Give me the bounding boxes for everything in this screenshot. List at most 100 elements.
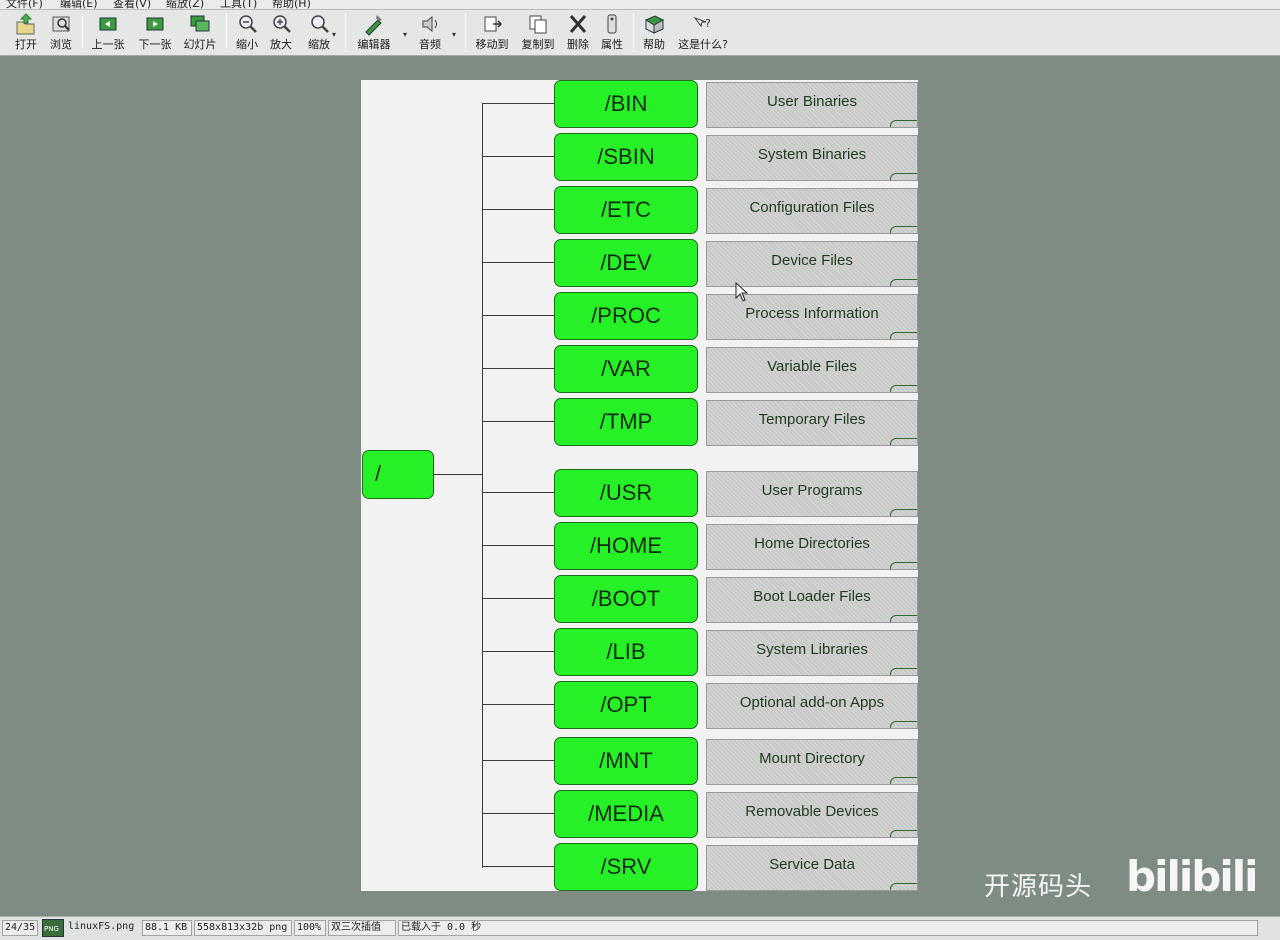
delete-button[interactable]: 删除	[564, 12, 592, 55]
move-to-icon	[481, 12, 503, 36]
directory-description: User Programs	[706, 471, 918, 517]
root-node: /	[362, 450, 434, 499]
branch-line	[482, 866, 554, 867]
bilibili-logo: bilibili	[1126, 852, 1259, 901]
zoom-dropdown-icon[interactable]: ▾	[332, 30, 337, 39]
directory-node: /MNT	[554, 737, 698, 785]
watermark-text: 开源码头	[984, 872, 1093, 902]
directory-node: /HOME	[554, 522, 698, 570]
whats-this-icon: ?	[692, 12, 714, 36]
help-book-icon	[643, 12, 665, 36]
directory-description: User Binaries	[706, 82, 918, 128]
audio-label: 音频	[419, 38, 441, 51]
menu-file[interactable]: 文件(F)	[6, 0, 43, 10]
load-time: 已载入于 0.0 秒	[398, 920, 1258, 936]
branch-line	[482, 545, 554, 546]
properties-button[interactable]: 属性	[598, 12, 626, 55]
status-bar: 24/35 PNG linuxFS.png 88.1 KB 558x813x32…	[0, 916, 1280, 940]
whats-this-label: 这是什么?	[678, 38, 728, 51]
zoom-in-label: 放大	[270, 38, 292, 51]
editor-dropdown-icon[interactable]: ▾	[403, 30, 408, 39]
properties-label: 属性	[601, 38, 623, 51]
menu-help[interactable]: 帮助(H)	[272, 0, 311, 10]
branch-line	[482, 103, 554, 104]
menu-zoom[interactable]: 缩放(Z)	[166, 0, 205, 10]
editor-button[interactable]: 编辑器	[354, 12, 394, 55]
directory-description: Variable Files	[706, 347, 918, 393]
next-image-button[interactable]: 下一张	[135, 12, 175, 55]
menu-view[interactable]: 查看(V)	[113, 0, 152, 10]
directory-node: /SBIN	[554, 133, 698, 181]
menu-bar: 文件(F) 编辑(E) 查看(V) 缩放(Z) 工具(T) 帮助(H)	[0, 0, 1280, 10]
zoom-level: 100%	[294, 920, 326, 936]
tree-trunk-line	[482, 103, 483, 868]
directory-description: Optional add-on Apps	[706, 683, 918, 729]
zoom-label: 缩放	[308, 38, 330, 51]
directory-description: Removable Devices	[706, 792, 918, 838]
zoom-out-button[interactable]: 缩小	[233, 12, 261, 55]
prev-label: 上一张	[91, 38, 125, 51]
directory-description: Service Data	[706, 845, 918, 891]
directory-node: /LIB	[554, 628, 698, 676]
directory-description: System Libraries	[706, 630, 918, 676]
directory-node: /USR	[554, 469, 698, 517]
next-image-icon	[144, 12, 166, 36]
slideshow-icon	[189, 12, 211, 36]
directory-description: System Binaries	[706, 135, 918, 181]
browse-label: 浏览	[50, 38, 72, 51]
zoom-in-button[interactable]: 放大	[267, 12, 295, 55]
directory-description: Temporary Files	[706, 400, 918, 446]
directory-node: /SRV	[554, 843, 698, 891]
png-file-icon: PNG	[42, 919, 64, 937]
menu-edit[interactable]: 编辑(E)	[60, 0, 98, 10]
directory-description: Home Directories	[706, 524, 918, 570]
audio-icon	[419, 12, 441, 36]
editor-icon	[363, 12, 385, 36]
move-to-label: 移动到	[475, 38, 509, 51]
menu-tools[interactable]: 工具(T)	[220, 0, 258, 10]
directory-node: /ETC	[554, 186, 698, 234]
previous-image-icon	[97, 12, 119, 36]
toolbar: 打开 浏览 上一张 下一张 幻灯片 缩小 放大	[0, 10, 1280, 56]
move-to-button[interactable]: 移动到	[472, 12, 512, 55]
directory-node: /DEV	[554, 239, 698, 287]
properties-icon	[601, 12, 623, 36]
zoom-icon	[308, 12, 330, 36]
file-name: linuxFS.png	[68, 921, 135, 932]
directory-node: /VAR	[554, 345, 698, 393]
branch-line	[482, 156, 554, 157]
directory-node: /MEDIA	[554, 790, 698, 838]
branch-line	[482, 651, 554, 652]
slideshow-button[interactable]: 幻灯片	[180, 12, 220, 55]
audio-button[interactable]: 音频	[416, 12, 444, 55]
branch-line	[482, 368, 554, 369]
prev-image-button[interactable]: 上一张	[88, 12, 128, 55]
branch-line	[482, 813, 554, 814]
root-connector-line	[434, 474, 482, 475]
file-size: 88.1 KB	[142, 920, 192, 936]
zoom-in-icon	[270, 12, 292, 36]
branch-line	[482, 262, 554, 263]
help-button[interactable]: 帮助	[640, 12, 668, 55]
whats-this-button[interactable]: ? 这是什么?	[676, 12, 730, 55]
open-button[interactable]: 打开	[11, 12, 41, 55]
delete-label: 删除	[567, 38, 589, 51]
browse-button[interactable]: 浏览	[46, 12, 76, 55]
open-label: 打开	[15, 38, 37, 51]
delete-icon	[567, 12, 589, 36]
directory-node: /BOOT	[554, 575, 698, 623]
directory-node: /BIN	[554, 80, 698, 128]
copy-to-button[interactable]: 复制到	[518, 12, 558, 55]
zoom-out-label: 缩小	[236, 38, 258, 51]
branch-line	[482, 492, 554, 493]
zoom-button[interactable]: 缩放	[305, 12, 333, 55]
directory-description: Process Information	[706, 294, 918, 340]
directory-node: /OPT	[554, 681, 698, 729]
directory-description: Boot Loader Files	[706, 577, 918, 623]
branch-line	[482, 760, 554, 761]
audio-dropdown-icon[interactable]: ▾	[452, 30, 457, 39]
copy-to-label: 复制到	[521, 38, 555, 51]
editor-label: 编辑器	[357, 38, 391, 51]
image-index: 24/35	[2, 920, 38, 936]
